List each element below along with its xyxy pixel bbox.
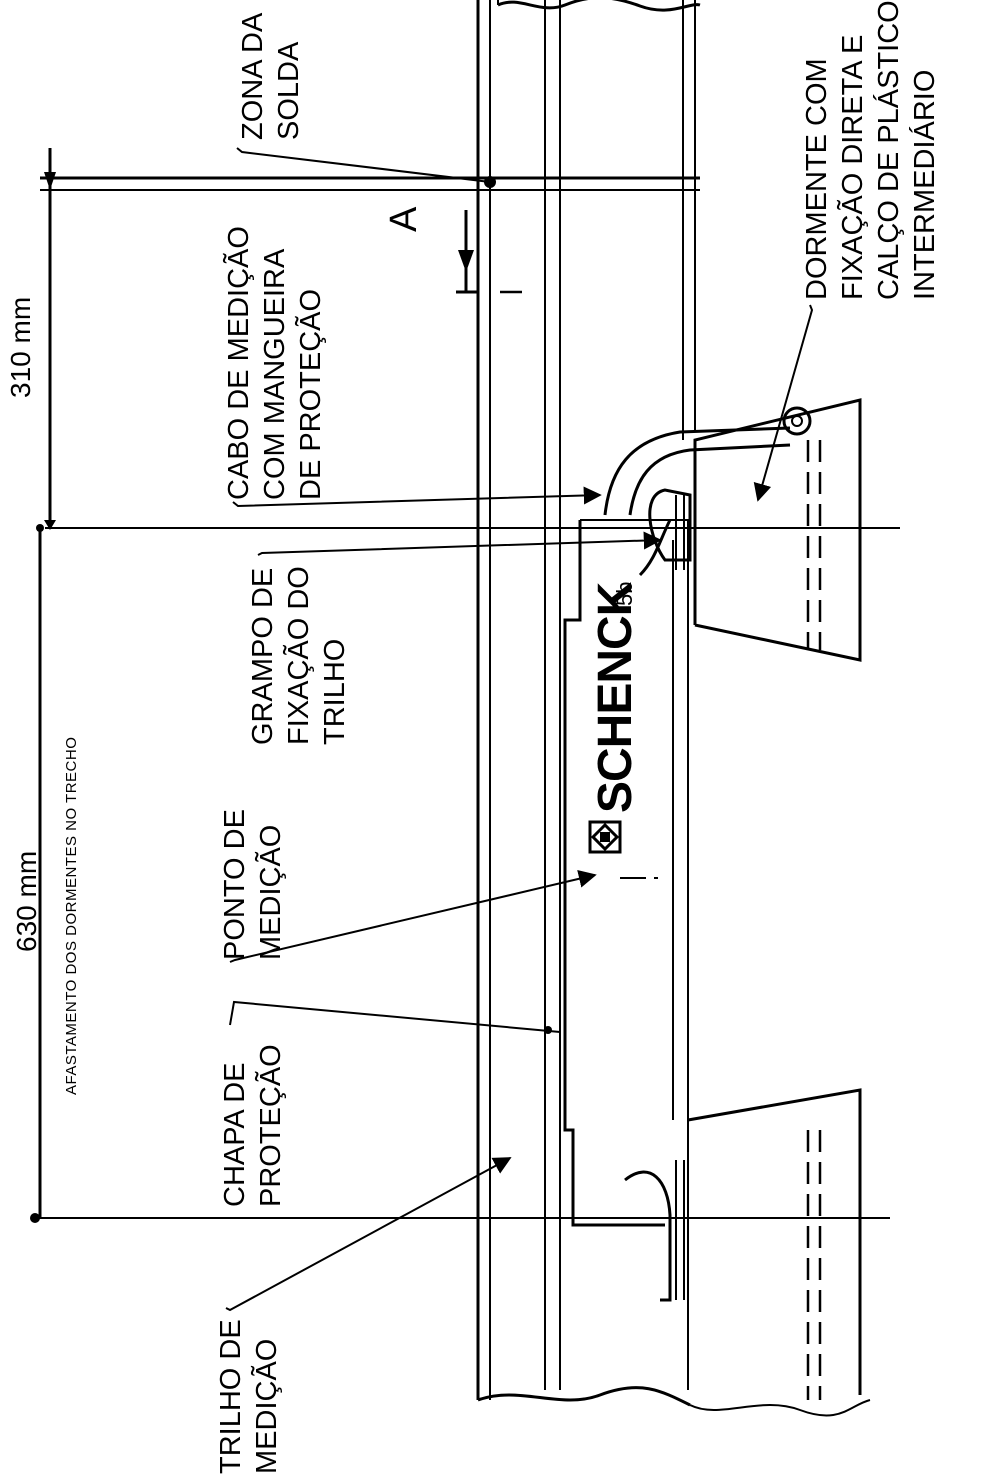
label-weld-zone: ZONA DA SOLDA [237, 12, 305, 140]
label-protection-plate-line1: CHAPA DE [219, 1062, 251, 1207]
label-measurement-rail: TRILHO DE MEDIÇÃO [215, 1319, 283, 1474]
rail-clip-top [638, 488, 692, 577]
label-measurement-point-line2: MEDIÇÃO [253, 825, 287, 960]
label-clip-line3: TRILHO [319, 639, 351, 745]
leader-lines [225, 147, 814, 1312]
label-clip-line1: GRAMPO DE [247, 568, 279, 745]
label-measurement-point: PONTO DE MEDIÇÃO [219, 809, 287, 960]
label-cable: CABO DE MEDIÇÃO COM MANGUEIRA DE PROTEÇÃ… [221, 226, 327, 500]
label-sleeper-line3: CALÇO DE PLÁSTICO [872, 0, 905, 300]
label-cable-line2: COM MANGUEIRA [259, 248, 291, 500]
section-mark-a: A [383, 206, 425, 232]
schenck-logo-icon [588, 820, 622, 854]
label-clip: GRAMPO DE FIXAÇÃO DO TRILHO [247, 566, 351, 745]
label-sleeper-line2: FIXAÇÃO DIRETA E [835, 35, 869, 300]
label-sleeper-line4: INTERMEDIÁRIO [908, 70, 941, 300]
dimension-lines [30, 148, 56, 1223]
sleeper-spacing-note: AFASTAMENTO DOS DORMENTES NO TRECHO [63, 737, 80, 1095]
protection-plate [563, 519, 689, 1227]
part-mark-5b: 5b [612, 582, 637, 606]
label-protection-plate: CHAPA DE PROTEÇÃO [219, 1044, 287, 1207]
rail-break-top [497, 0, 701, 12]
label-protection-plate-line2: PROTEÇÃO [253, 1044, 287, 1207]
brand-name: SCHENCK [589, 581, 642, 813]
dimension-310: 310 mm [5, 297, 36, 398]
label-sleeper-line1: DORMENTE COM [801, 58, 833, 300]
label-measurement-point-line1: PONTO DE [219, 809, 251, 960]
label-cable-line3: DE PROTEÇÃO [293, 289, 327, 500]
section-arrow-a [456, 210, 525, 294]
rail-body [476, 0, 871, 1417]
label-measurement-rail-line1: TRILHO DE [215, 1319, 247, 1474]
rail-clip-bottom [624, 1160, 685, 1302]
sleeper-bottom [687, 1088, 862, 1400]
label-sleeper: DORMENTE COM FIXAÇÃO DIRETA E CALÇO DE P… [801, 0, 941, 300]
label-clip-line2: FIXAÇÃO DO [281, 566, 315, 745]
rail-break-bottom [477, 1386, 691, 1407]
sleeper-top [693, 398, 862, 662]
dimension-630: 630 mm [11, 851, 42, 952]
label-weld-zone-line2: SOLDA [273, 41, 305, 140]
rail-break-bottom-2 [689, 1399, 871, 1417]
label-measurement-rail-line2: MEDIÇÃO [249, 1339, 283, 1474]
label-weld-zone-line1: ZONA DA [237, 12, 269, 140]
label-cable-line1: CABO DE MEDIÇÃO [221, 226, 255, 500]
measurement-cable [603, 406, 812, 516]
